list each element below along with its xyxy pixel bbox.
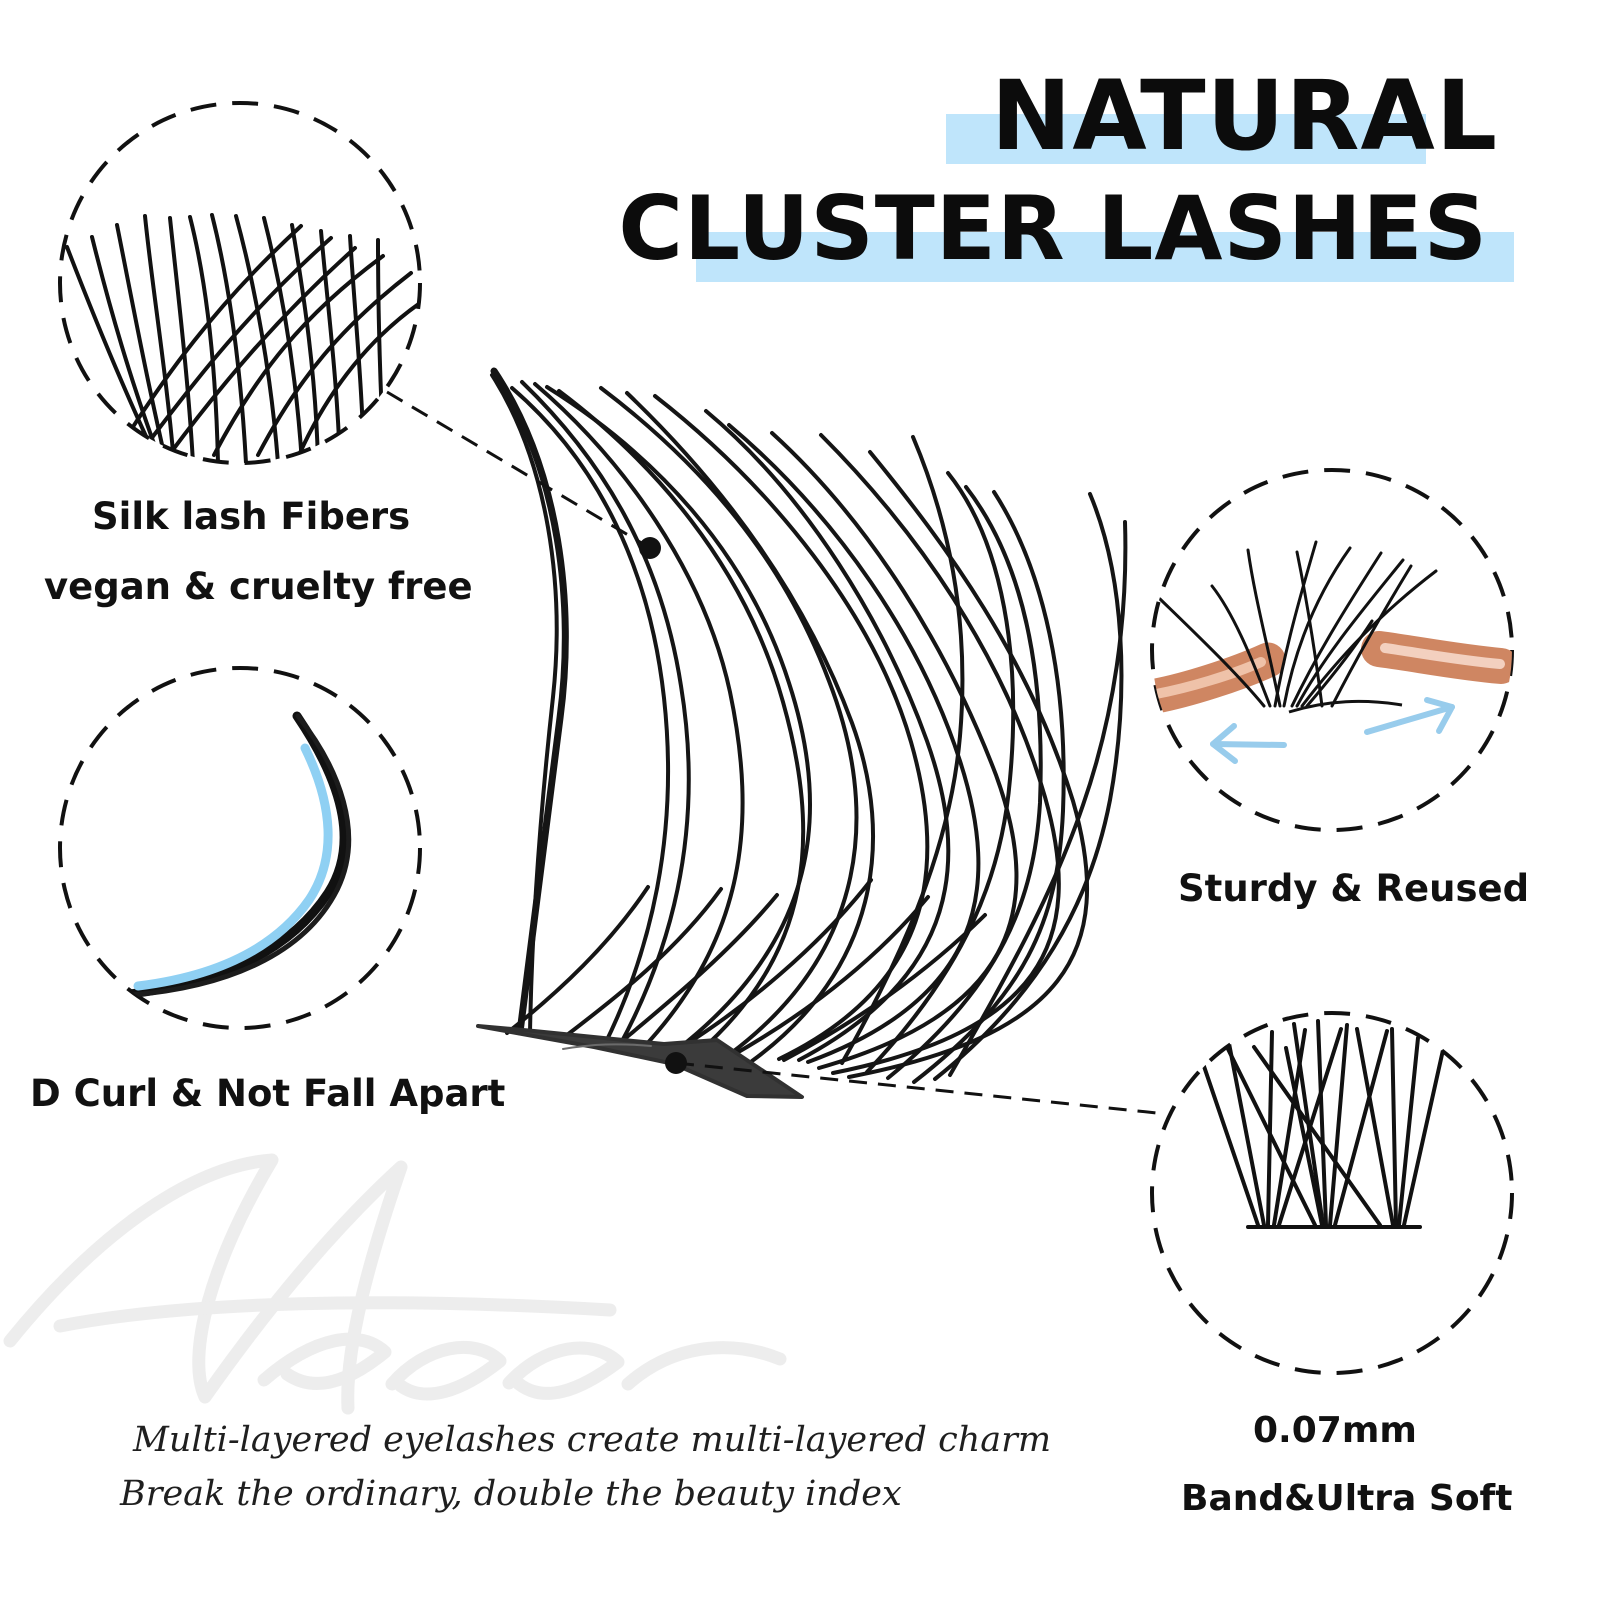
feature-reuse-title: Sturdy & Reused bbox=[1178, 867, 1530, 910]
product-title-line-1: NATURAL bbox=[990, 60, 1498, 172]
band-pointer-dot bbox=[665, 1052, 687, 1074]
feature-silk-title: Silk lash Fibers bbox=[92, 495, 411, 538]
slogan-line-2: Break the ordinary, double the beauty in… bbox=[120, 1474, 902, 1514]
bottom-right-detail-circle bbox=[1150, 1011, 1514, 1375]
product-title-block: NATURAL CLUSTER LASHES bbox=[618, 58, 1516, 298]
middle-left-detail-circle bbox=[58, 666, 422, 1030]
callout-connectors bbox=[386, 390, 1158, 1115]
main-cluster-lashes bbox=[476, 367, 1128, 1099]
product-title-line-2: CLUSTER LASHES bbox=[618, 177, 1488, 280]
slogan-line-1: Multi-layered eyelashes create multi-lay… bbox=[133, 1420, 1052, 1460]
top-left-detail-circle bbox=[58, 101, 422, 465]
feature-curl-title: D Curl & Not Fall Apart bbox=[30, 1072, 506, 1115]
feature-band-line-2: Band&Ultra Soft bbox=[1181, 1478, 1513, 1519]
silk-pointer-dot bbox=[639, 537, 661, 559]
feature-band-line-1: 0.07mm bbox=[1253, 1410, 1417, 1451]
feature-silk-subtitle: vegan & cruelty free bbox=[44, 565, 473, 608]
title-highlight-band-top bbox=[946, 114, 1426, 164]
top-right-detail-circle bbox=[1150, 468, 1514, 832]
title-highlight-band-bottom bbox=[696, 232, 1514, 282]
brand-watermark bbox=[3, 1153, 787, 1415]
